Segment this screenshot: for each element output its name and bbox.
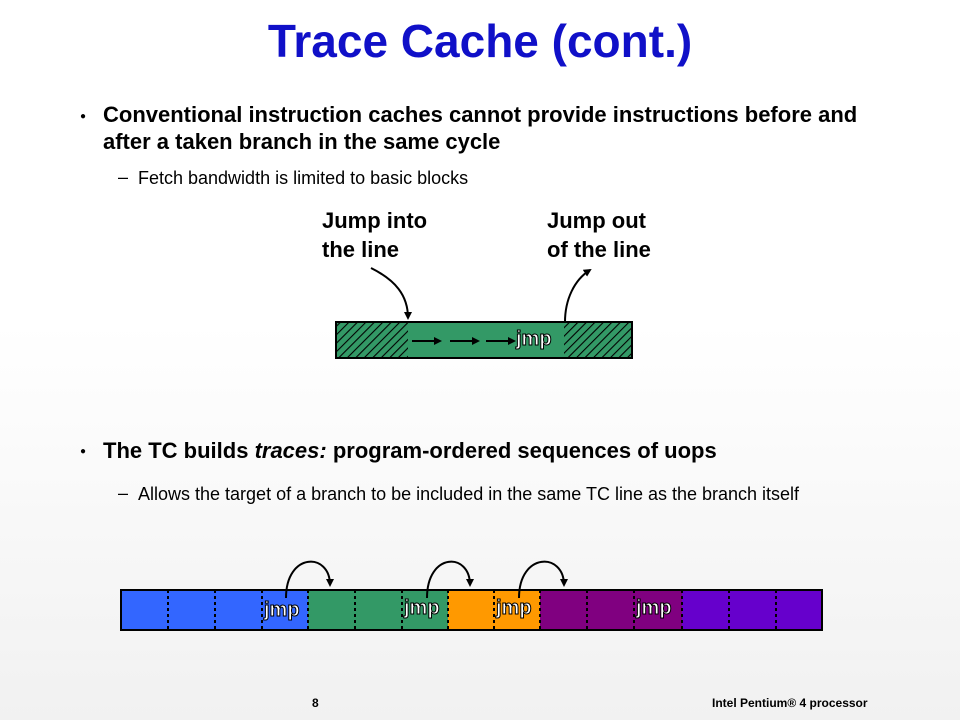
slide-title: Trace Cache (cont.) <box>267 15 693 67</box>
sub-bullet-2-text: Allows the target of a branch to be incl… <box>138 484 800 504</box>
block-purple <box>540 590 682 630</box>
block-blue <box>122 590 262 630</box>
bullet-2-text: The TC builds traces: program-ordered se… <box>103 437 883 464</box>
bullet-1-text: Conventional instruction caches cannot p… <box>103 102 858 154</box>
trace-cache-line: jmp jmp jmp jmp <box>120 560 823 631</box>
block-orange <box>448 590 494 630</box>
jmp-label: jmp <box>263 599 300 621</box>
bullet-marker: ● <box>80 446 87 457</box>
page-number: 8 <box>312 696 319 710</box>
branch-arrow <box>285 560 334 599</box>
dash-marker: – <box>118 167 129 187</box>
label-jump-out: Jump out of the line <box>547 208 651 262</box>
cache-line-conventional: jmp <box>335 267 633 359</box>
jmp-label: jmp <box>403 597 440 619</box>
jmp-label: jmp <box>635 597 672 619</box>
bullet-2-post: program-ordered sequences of uops <box>326 438 717 463</box>
sub-bullet-1-text: Fetch bandwidth is limited to basic bloc… <box>138 168 469 188</box>
jmp-label: jmp <box>495 597 532 619</box>
dash-marker: – <box>118 483 129 503</box>
branch-arrow <box>426 560 474 599</box>
branch-arrow <box>518 560 568 599</box>
label-jump-into: Jump into the line <box>322 208 428 262</box>
jump-out-arrow <box>564 268 592 323</box>
bullet-2-pre: The TC builds <box>103 438 255 463</box>
block-violet <box>682 590 822 630</box>
bullet-marker: ● <box>80 111 87 122</box>
bullet-2-em: traces: <box>254 438 327 463</box>
hatched-segment-right <box>564 322 632 358</box>
footer-text: Intel Pentium® 4 processor <box>712 696 868 710</box>
hatched-segment-left <box>336 322 408 358</box>
jmp-label: jmp <box>515 328 552 350</box>
jump-into-arrow <box>370 267 412 320</box>
